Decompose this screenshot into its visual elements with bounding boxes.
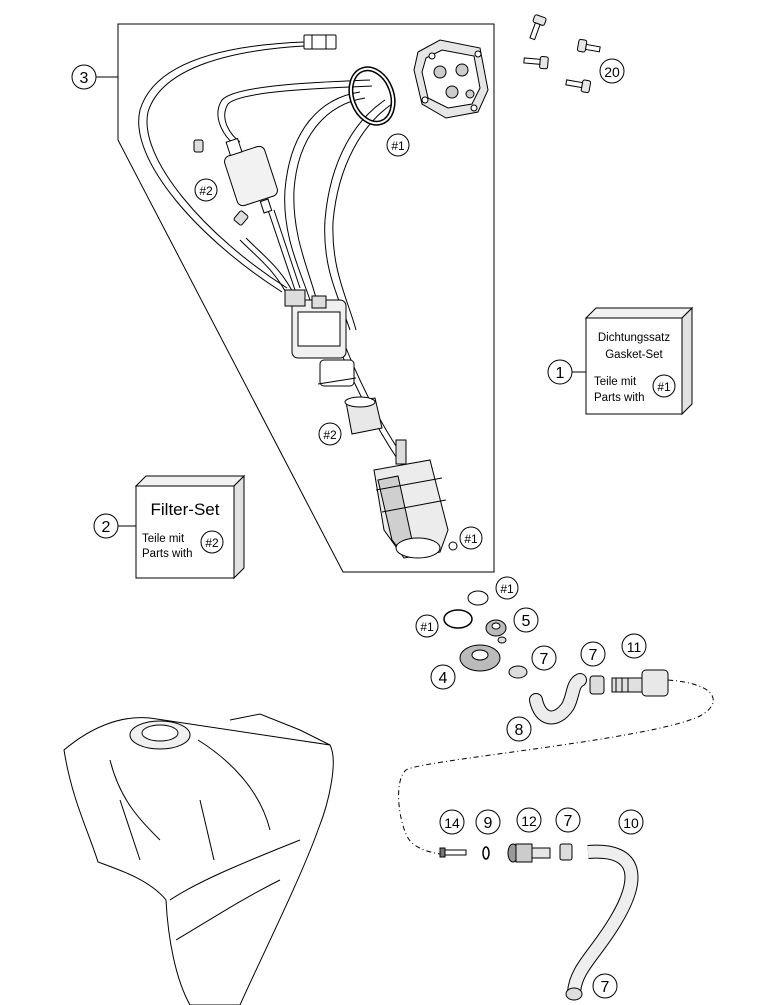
svg-text:#1: #1 — [657, 380, 671, 394]
ref-tag-gasket: #1 — [459, 526, 483, 550]
svg-text:7: 7 — [601, 979, 610, 996]
bolt — [439, 847, 467, 858]
pressure-regulator — [284, 289, 357, 387]
svg-text:#1: #1 — [500, 582, 514, 596]
gasket-box-ref: #1 — [652, 374, 676, 398]
callout-9: 9 — [475, 809, 501, 835]
gasket-box-line1: Dichtungssatz — [598, 332, 670, 344]
filter-set-box — [134, 474, 246, 580]
elbow-hose-fill — [530, 674, 586, 724]
ref-tag-filter: #2 — [194, 178, 218, 202]
o-ring — [482, 846, 490, 860]
svg-text:2: 2 — [102, 519, 111, 536]
fitting-washer — [485, 619, 507, 644]
svg-text:20: 20 — [604, 64, 620, 80]
flange-nut — [459, 644, 501, 672]
callout-12: 12 — [516, 807, 542, 833]
hose-routing-line — [398, 679, 714, 855]
svg-text:#1: #1 — [464, 532, 478, 546]
hose-clamp — [508, 665, 528, 679]
svg-text:8: 8 — [515, 722, 524, 739]
hose-clamp — [565, 987, 583, 1001]
svg-text:7: 7 — [564, 813, 573, 830]
svg-text:7: 7 — [589, 647, 598, 664]
fuel-tank — [63, 713, 334, 1005]
filter-box-ref: #2 — [200, 530, 224, 554]
svg-text:7: 7 — [540, 651, 549, 668]
callout-7-b: 7 — [580, 641, 606, 667]
callout-3: 3 — [71, 64, 97, 90]
wire-connector — [303, 34, 337, 50]
fuel-hose-fill — [568, 845, 638, 993]
ref-tag-gasket: #1 — [386, 133, 410, 157]
svg-text:11: 11 — [627, 639, 642, 655]
filter-hoses — [239, 209, 301, 301]
callout-5: 5 — [513, 607, 539, 633]
svg-text:3: 3 — [80, 70, 89, 87]
quick-coupling — [589, 669, 669, 697]
hose-clamp — [559, 843, 573, 861]
flange-screws — [523, 14, 601, 94]
pump-sleeve — [344, 396, 383, 435]
svg-text:#1: #1 — [420, 620, 434, 634]
fuel-filter — [193, 137, 278, 226]
callout-14: 14 — [439, 809, 465, 835]
callout-7-c: 7 — [555, 807, 581, 833]
svg-text:10: 10 — [623, 815, 639, 831]
svg-text:#2: #2 — [323, 428, 337, 442]
filter-box-line2: Parts with — [142, 548, 193, 560]
filter-box-line1: Teile mit — [142, 533, 185, 545]
hose-nipple — [507, 843, 551, 863]
filter-box-title: Filter-Set — [151, 500, 220, 519]
svg-text:1: 1 — [556, 365, 565, 382]
ref-tag-gasket: #1 — [415, 614, 439, 638]
gasket-box-line3: Teile mit — [594, 376, 637, 388]
fuel-pump-assembly-frame — [117, 23, 495, 573]
callout-20: 20 — [599, 58, 625, 84]
fuel-pump — [373, 439, 449, 559]
gasket-box-line2: Gasket-Set — [605, 349, 663, 361]
flange-gaskets — [443, 590, 489, 629]
callout-2: 2 — [93, 513, 119, 539]
svg-text:#2: #2 — [199, 184, 213, 198]
flange-seal-ring — [348, 66, 396, 126]
callout-4: 4 — [430, 664, 456, 690]
callout-7-a: 7 — [531, 645, 557, 671]
svg-text:14: 14 — [444, 815, 460, 831]
svg-text:#2: #2 — [205, 536, 219, 550]
ref-tag-filter: #2 — [318, 422, 342, 446]
gasket-set-box — [584, 306, 694, 416]
svg-text:5: 5 — [522, 613, 531, 630]
callout-8: 8 — [506, 716, 532, 742]
svg-text:12: 12 — [521, 813, 537, 829]
pump-o-ring — [448, 541, 458, 551]
pump-flange — [413, 39, 489, 119]
gasket-box-line4: Parts with — [594, 392, 645, 404]
callout-7-d: 7 — [592, 973, 618, 999]
callout-11: 11 — [621, 633, 647, 659]
svg-text:#1: #1 — [391, 139, 405, 153]
svg-text:4: 4 — [439, 670, 448, 687]
callout-10: 10 — [618, 809, 644, 835]
svg-text:9: 9 — [484, 815, 493, 832]
ref-tag-gasket: #1 — [495, 576, 519, 600]
callout-1: 1 — [547, 359, 573, 385]
